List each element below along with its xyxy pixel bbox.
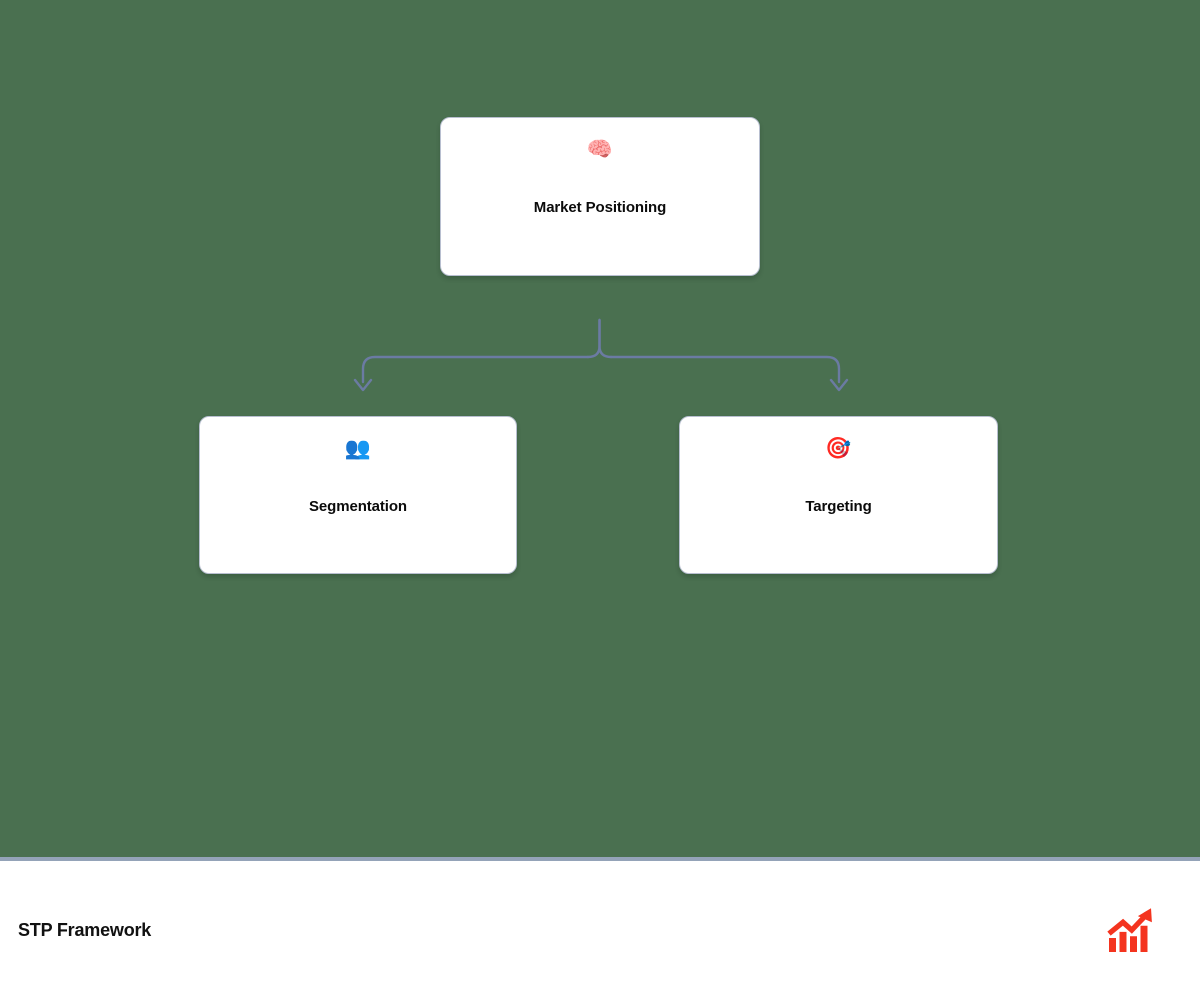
diagram-node-segmentation[interactable]: 👥 Segmentation [199, 416, 517, 574]
arrowhead-targeting [829, 378, 849, 392]
chart-increasing-glyph [1107, 907, 1152, 952]
busts-in-silhouette-icon: 👥 [344, 436, 372, 460]
edge-to-targeting [609, 355, 841, 384]
edge-root-stem-left [586, 318, 601, 359]
diagram-node-targeting[interactable]: 🎯 Targeting [679, 416, 998, 574]
target-icon: 🎯 [825, 436, 852, 460]
diagram-node-label: Segmentation [309, 498, 407, 515]
diagram-canvas: 🧠 Market Positioning 👥 Segmentation 🎯 Ta… [0, 0, 1200, 857]
chart-increasing-icon [1100, 901, 1160, 961]
diagram-node-market-positioning[interactable]: 🧠 Market Positioning [440, 117, 760, 276]
arrowhead-segmentation [353, 378, 373, 392]
edge-to-segmentation [361, 355, 590, 384]
footer-title: STP Framework [18, 920, 152, 940]
diagram-node-label: Targeting [805, 498, 872, 515]
diagram-node-label: Market Positioning [533, 199, 667, 216]
brain-icon: 🧠 [586, 137, 614, 161]
edge-root-stem-right [598, 318, 613, 359]
footer-divider [0, 857, 1200, 861]
footer-bar: STP Framework [0, 861, 1200, 1000]
